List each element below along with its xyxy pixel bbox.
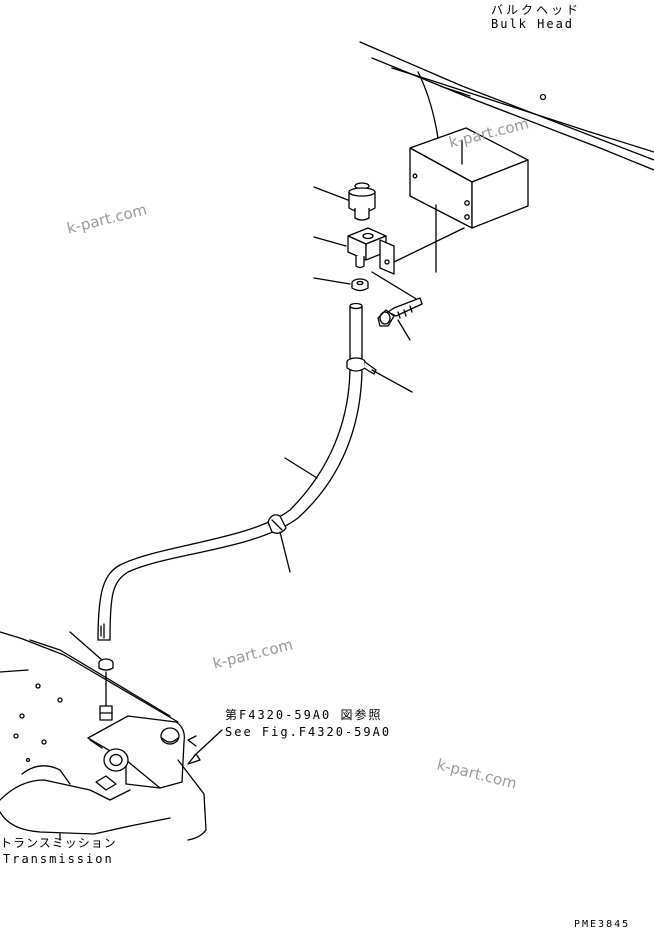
- bolt: [377, 297, 423, 341]
- transmission-label-jp: トランスミッション: [0, 836, 117, 850]
- nut: [313, 277, 369, 292]
- reference-label-jp: 第F4320-59A0 図参照: [225, 708, 383, 722]
- transmission-housing: [0, 631, 223, 841]
- upper-clamp: [346, 357, 413, 393]
- lower-connector: [69, 631, 114, 721]
- transmission-label-en: Transmission: [3, 852, 114, 866]
- lower-clamp: [267, 514, 291, 573]
- bulkhead-frame: [359, 41, 654, 171]
- sensor-cap: [313, 182, 376, 221]
- cable: [97, 302, 363, 641]
- reference-label-en: See Fig.F4320-59A0: [225, 725, 392, 739]
- drawing-code: PME3845: [574, 919, 631, 930]
- bulkhead-label-en: Bulk Head: [491, 17, 575, 31]
- sensor-block: [313, 227, 465, 301]
- bulkhead-label-jp: バルクヘッド: [491, 3, 582, 17]
- bracket-box: [409, 127, 529, 273]
